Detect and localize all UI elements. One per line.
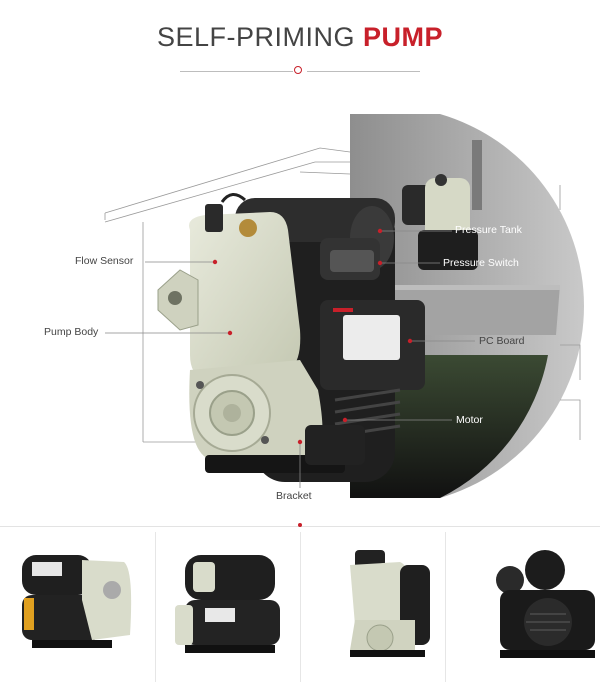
callout-pressure-tank: Pressure Tank xyxy=(455,224,522,236)
callout-lines xyxy=(105,230,475,488)
hero-product-illustration: Flow Sensor Pump Body Bracket Pressure T… xyxy=(0,100,600,520)
title-divider-right xyxy=(307,71,420,72)
title-part-1: SELF-PRIMING xyxy=(156,22,355,52)
title-part-2: PUMP xyxy=(363,22,444,52)
pump-back-view-icon xyxy=(496,550,595,658)
title-divider-ornament-icon xyxy=(294,66,302,74)
exploded-pump-diagram xyxy=(104,114,584,498)
thumbnail-pump-rear[interactable] xyxy=(165,540,305,680)
callout-pc-board: PC Board xyxy=(479,335,525,347)
thumbnail-pump-side[interactable] xyxy=(12,540,152,680)
background-pump-icon xyxy=(402,174,478,270)
main-pump xyxy=(157,193,425,482)
page-title: SELF-PRIMING PUMP xyxy=(0,22,600,53)
thumbnail-pump-front[interactable] xyxy=(330,540,470,680)
callout-markers xyxy=(212,228,413,445)
thumbnails-active-dot xyxy=(298,523,302,527)
callout-bracket: Bracket xyxy=(276,490,312,502)
pump-front-view-icon xyxy=(350,550,430,657)
callout-pressure-switch: Pressure Switch xyxy=(443,257,519,269)
title-divider-left xyxy=(180,71,293,72)
thumb-separator xyxy=(300,532,301,682)
thumb-separator xyxy=(155,532,156,682)
callout-motor: Motor xyxy=(456,414,483,426)
callout-pump-body: Pump Body xyxy=(44,326,99,338)
thumb-separator xyxy=(445,532,446,682)
callout-flow-sensor: Flow Sensor xyxy=(75,255,134,267)
pump-rear-view-icon xyxy=(175,555,280,653)
pump-side-view-icon xyxy=(22,555,132,648)
thumbnail-pump-back[interactable] xyxy=(480,540,600,680)
